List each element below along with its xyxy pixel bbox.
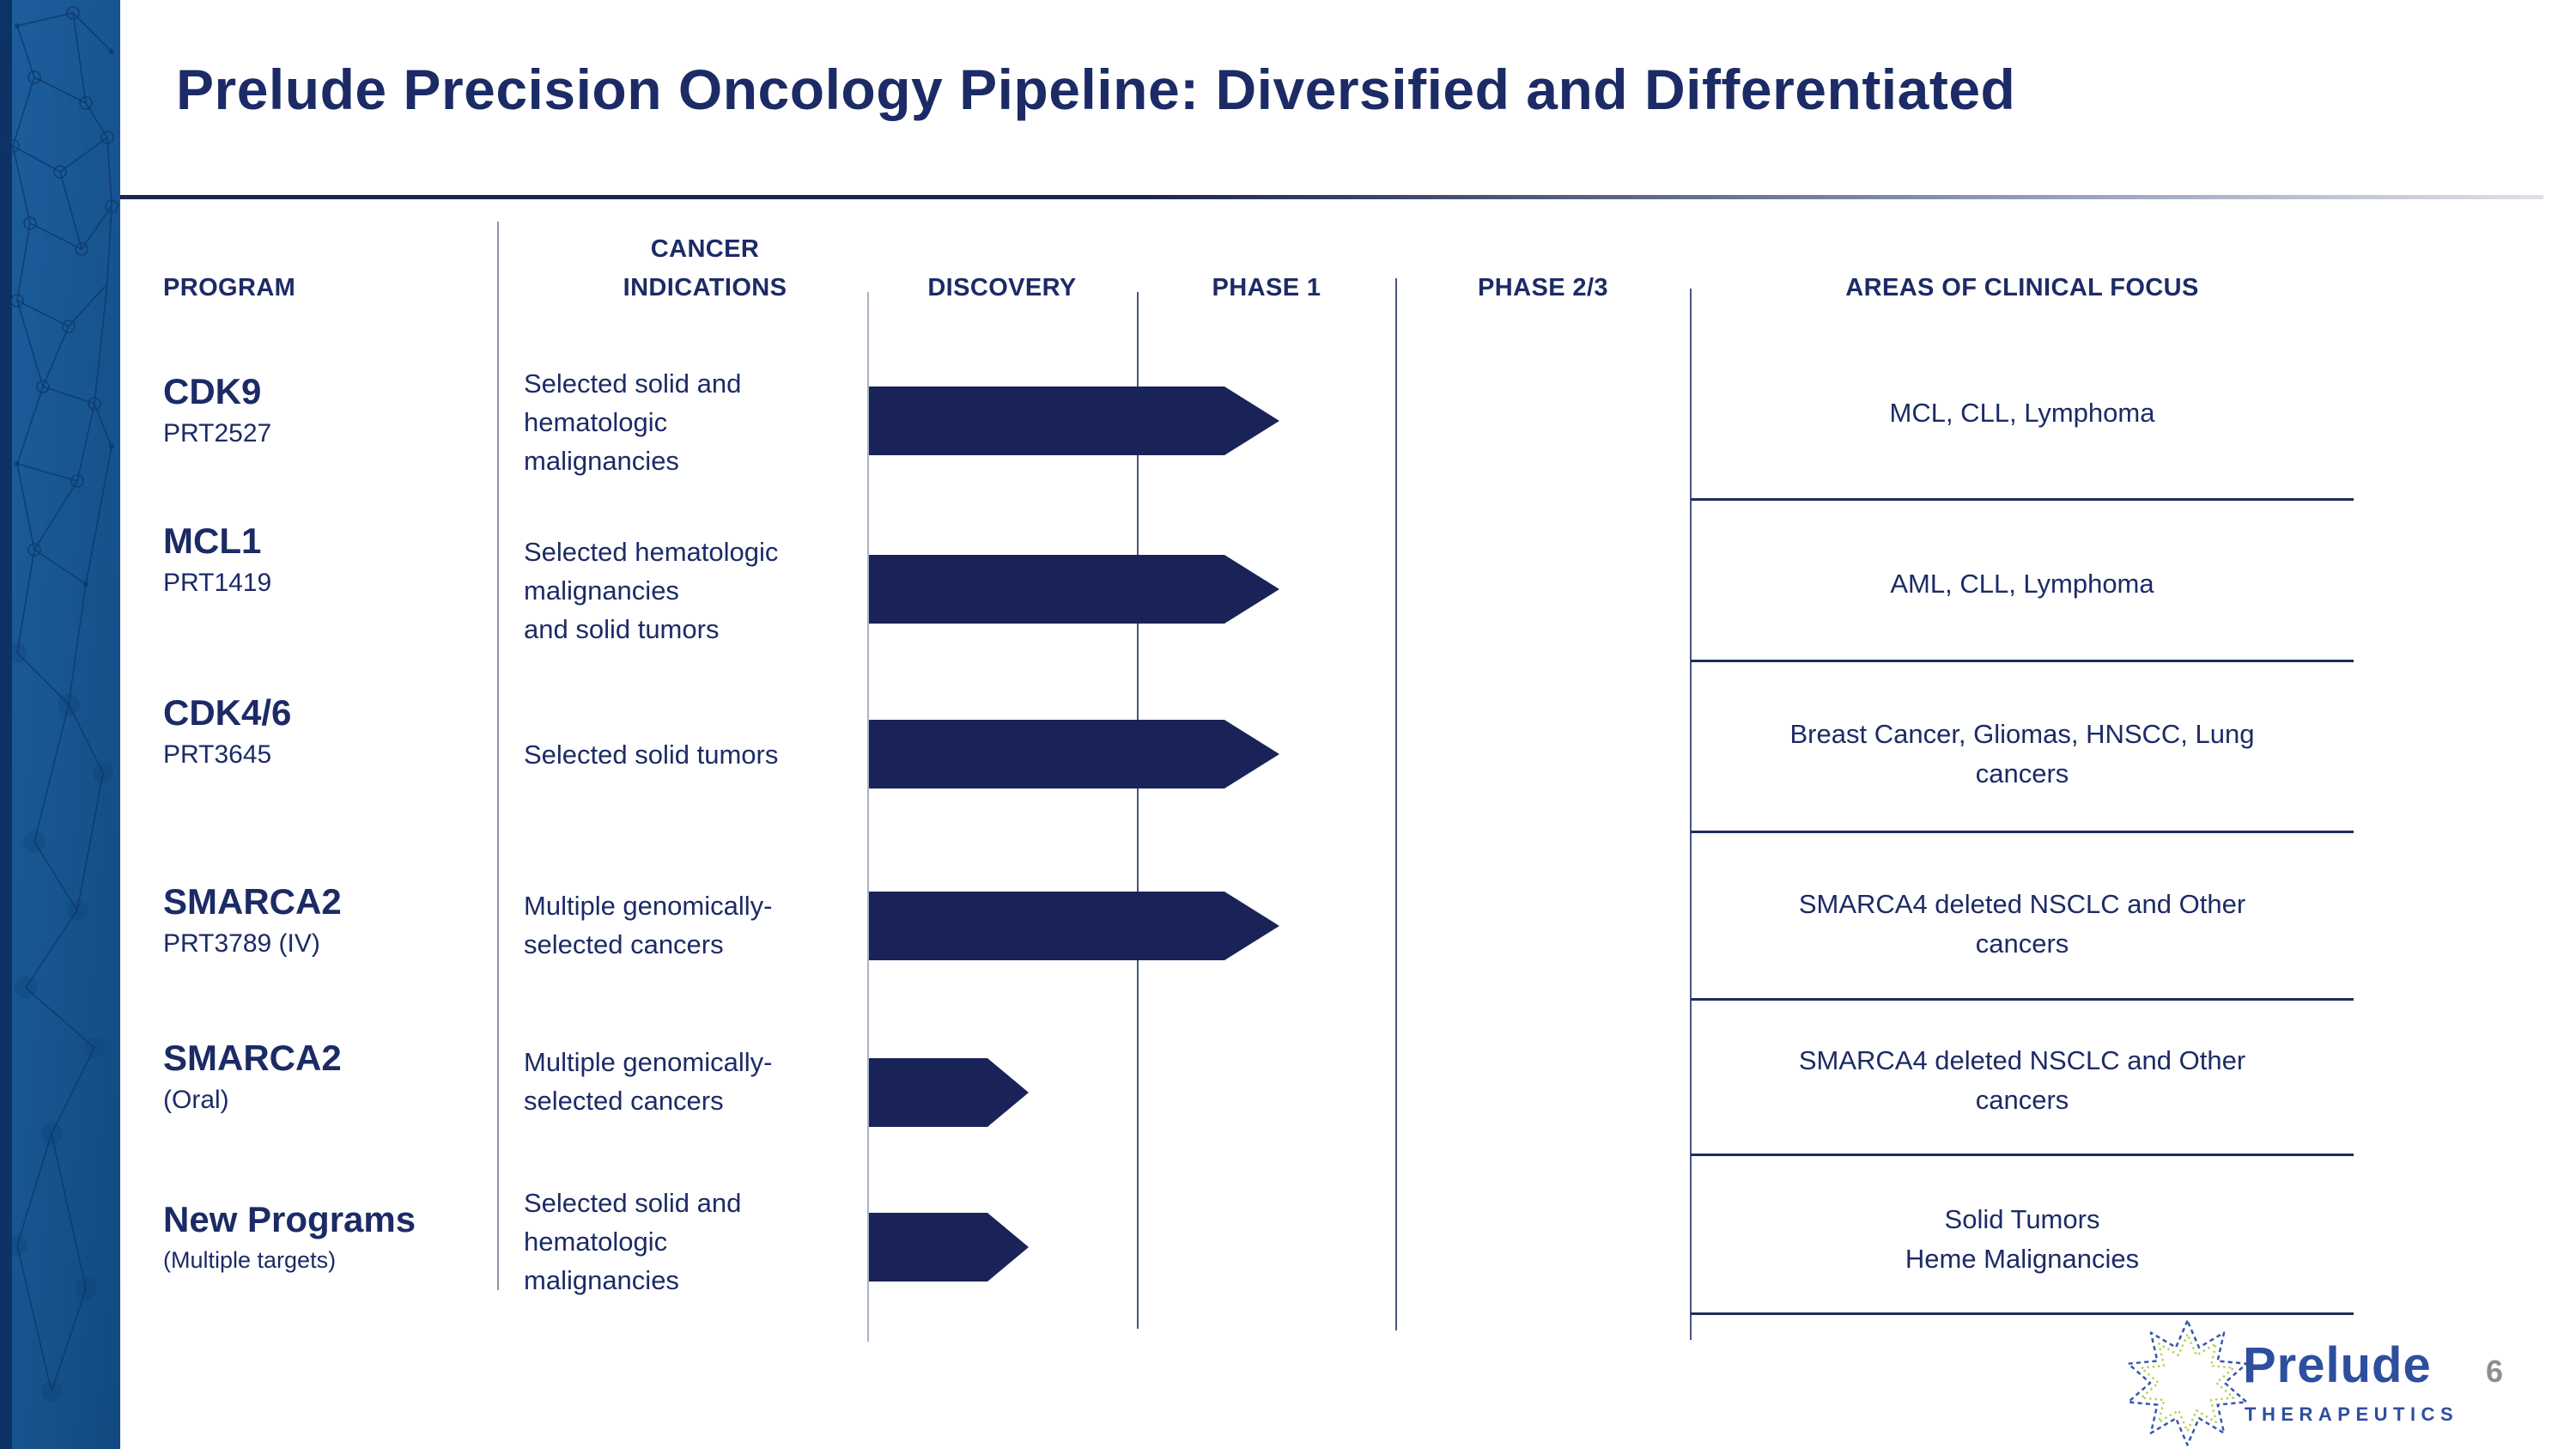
program-code: PRT2527: [163, 419, 272, 447]
clinical-focus: Breast Cancer, Gliomas, HNSCC, Lung canc…: [1789, 719, 2255, 788]
page-number: 6: [2486, 1354, 2504, 1389]
prelude-logo-wordmark: Prelude: [2243, 1337, 2432, 1393]
clinical-focus: AML, CLL, Lymphoma: [1890, 569, 2154, 599]
program-name: CDK9: [163, 371, 262, 411]
prelude-logo-icon: [2121, 1310, 2254, 1449]
program-cell: CDK4/6 PRT3645: [163, 691, 291, 775]
program-cell: MCL1 PRT1419: [163, 519, 271, 603]
focus-separator: [1691, 1312, 2354, 1315]
cancer-indication: Multiple genomically- selected cancers: [524, 1047, 773, 1116]
program-cell: SMARCA2 (Oral): [163, 1036, 342, 1120]
clinical-focus: SMARCA4 deleted NSCLC and Other cancers: [1798, 1045, 2246, 1115]
column-header-cancer-indications: CANCER INDICATIONS: [623, 235, 787, 301]
prelude-logo-therapeutics: THERAPEUTICS: [2245, 1403, 2459, 1425]
cancer-indication: Selected solid tumors: [524, 740, 779, 770]
cancer-indication: Selected hematologic malignancies and so…: [524, 537, 779, 644]
pipeline-arrow: [869, 1058, 1029, 1127]
program-cell: CDK9 PRT2527: [163, 369, 271, 454]
cancer-indication: Selected solid and hematologic malignanc…: [524, 1188, 742, 1295]
focus-separator: [1691, 1154, 2354, 1156]
program-name: SMARCA2: [163, 881, 342, 922]
clinical-focus: SMARCA4 deleted NSCLC and Other cancers: [1798, 889, 2246, 959]
program-code: PRT3789 (IV): [163, 929, 320, 958]
clinical-focus: MCL, CLL, Lymphoma: [1889, 398, 2155, 428]
pipeline-arrow: [869, 1213, 1029, 1282]
program-code: PRT3645: [163, 740, 272, 769]
sidebar-network-band: [0, 0, 120, 1449]
divider-program: [497, 222, 499, 1290]
pipeline-arrow: [869, 720, 1279, 788]
pipeline-arrow: [869, 892, 1279, 960]
pipeline-arrow: [869, 387, 1279, 455]
focus-separator: [1691, 998, 2354, 1001]
program-name: MCL1: [163, 521, 262, 561]
program-cell: New Programs (Multiple targets): [163, 1197, 416, 1278]
column-header-areas-of-clinical-focus: AREAS OF CLINICAL FOCUS: [1845, 274, 2199, 301]
program-name: SMARCA2: [163, 1038, 342, 1078]
program-code: (Oral): [163, 1086, 229, 1114]
divider-discovery-start: [867, 292, 869, 1342]
pipeline-arrow: [869, 555, 1279, 624]
title-rule: [120, 195, 2543, 199]
divider-discovery-phase1: [1137, 292, 1139, 1329]
clinical-focus: Solid Tumors Heme Malignancies: [1905, 1204, 2140, 1274]
column-header-phase23: PHASE 2/3: [1478, 274, 1608, 301]
divider-areas-start: [1690, 289, 1692, 1340]
cancer-indication: Multiple genomically- selected cancers: [524, 891, 773, 959]
program-code: PRT1419: [163, 569, 272, 597]
program-name: New Programs: [163, 1199, 416, 1239]
program-cell: SMARCA2 PRT3789 (IV): [163, 880, 342, 964]
focus-separator: [1691, 831, 2354, 833]
page-title: Prelude Precision Oncology Pipeline: Div…: [176, 58, 2016, 121]
network-pattern: [0, 0, 120, 1449]
column-header-phase1: PHASE 1: [1212, 274, 1321, 301]
focus-separator: [1691, 660, 2354, 662]
program-name: CDK4/6: [163, 692, 292, 733]
divider-phase1-phase23: [1395, 278, 1397, 1330]
column-header-program: PROGRAM: [163, 274, 296, 301]
cancer-indication: Selected solid and hematologic malignanc…: [524, 368, 742, 476]
program-code: (Multiple targets): [163, 1247, 337, 1273]
column-header-discovery: DISCOVERY: [927, 274, 1077, 301]
focus-separator: [1691, 498, 2354, 501]
